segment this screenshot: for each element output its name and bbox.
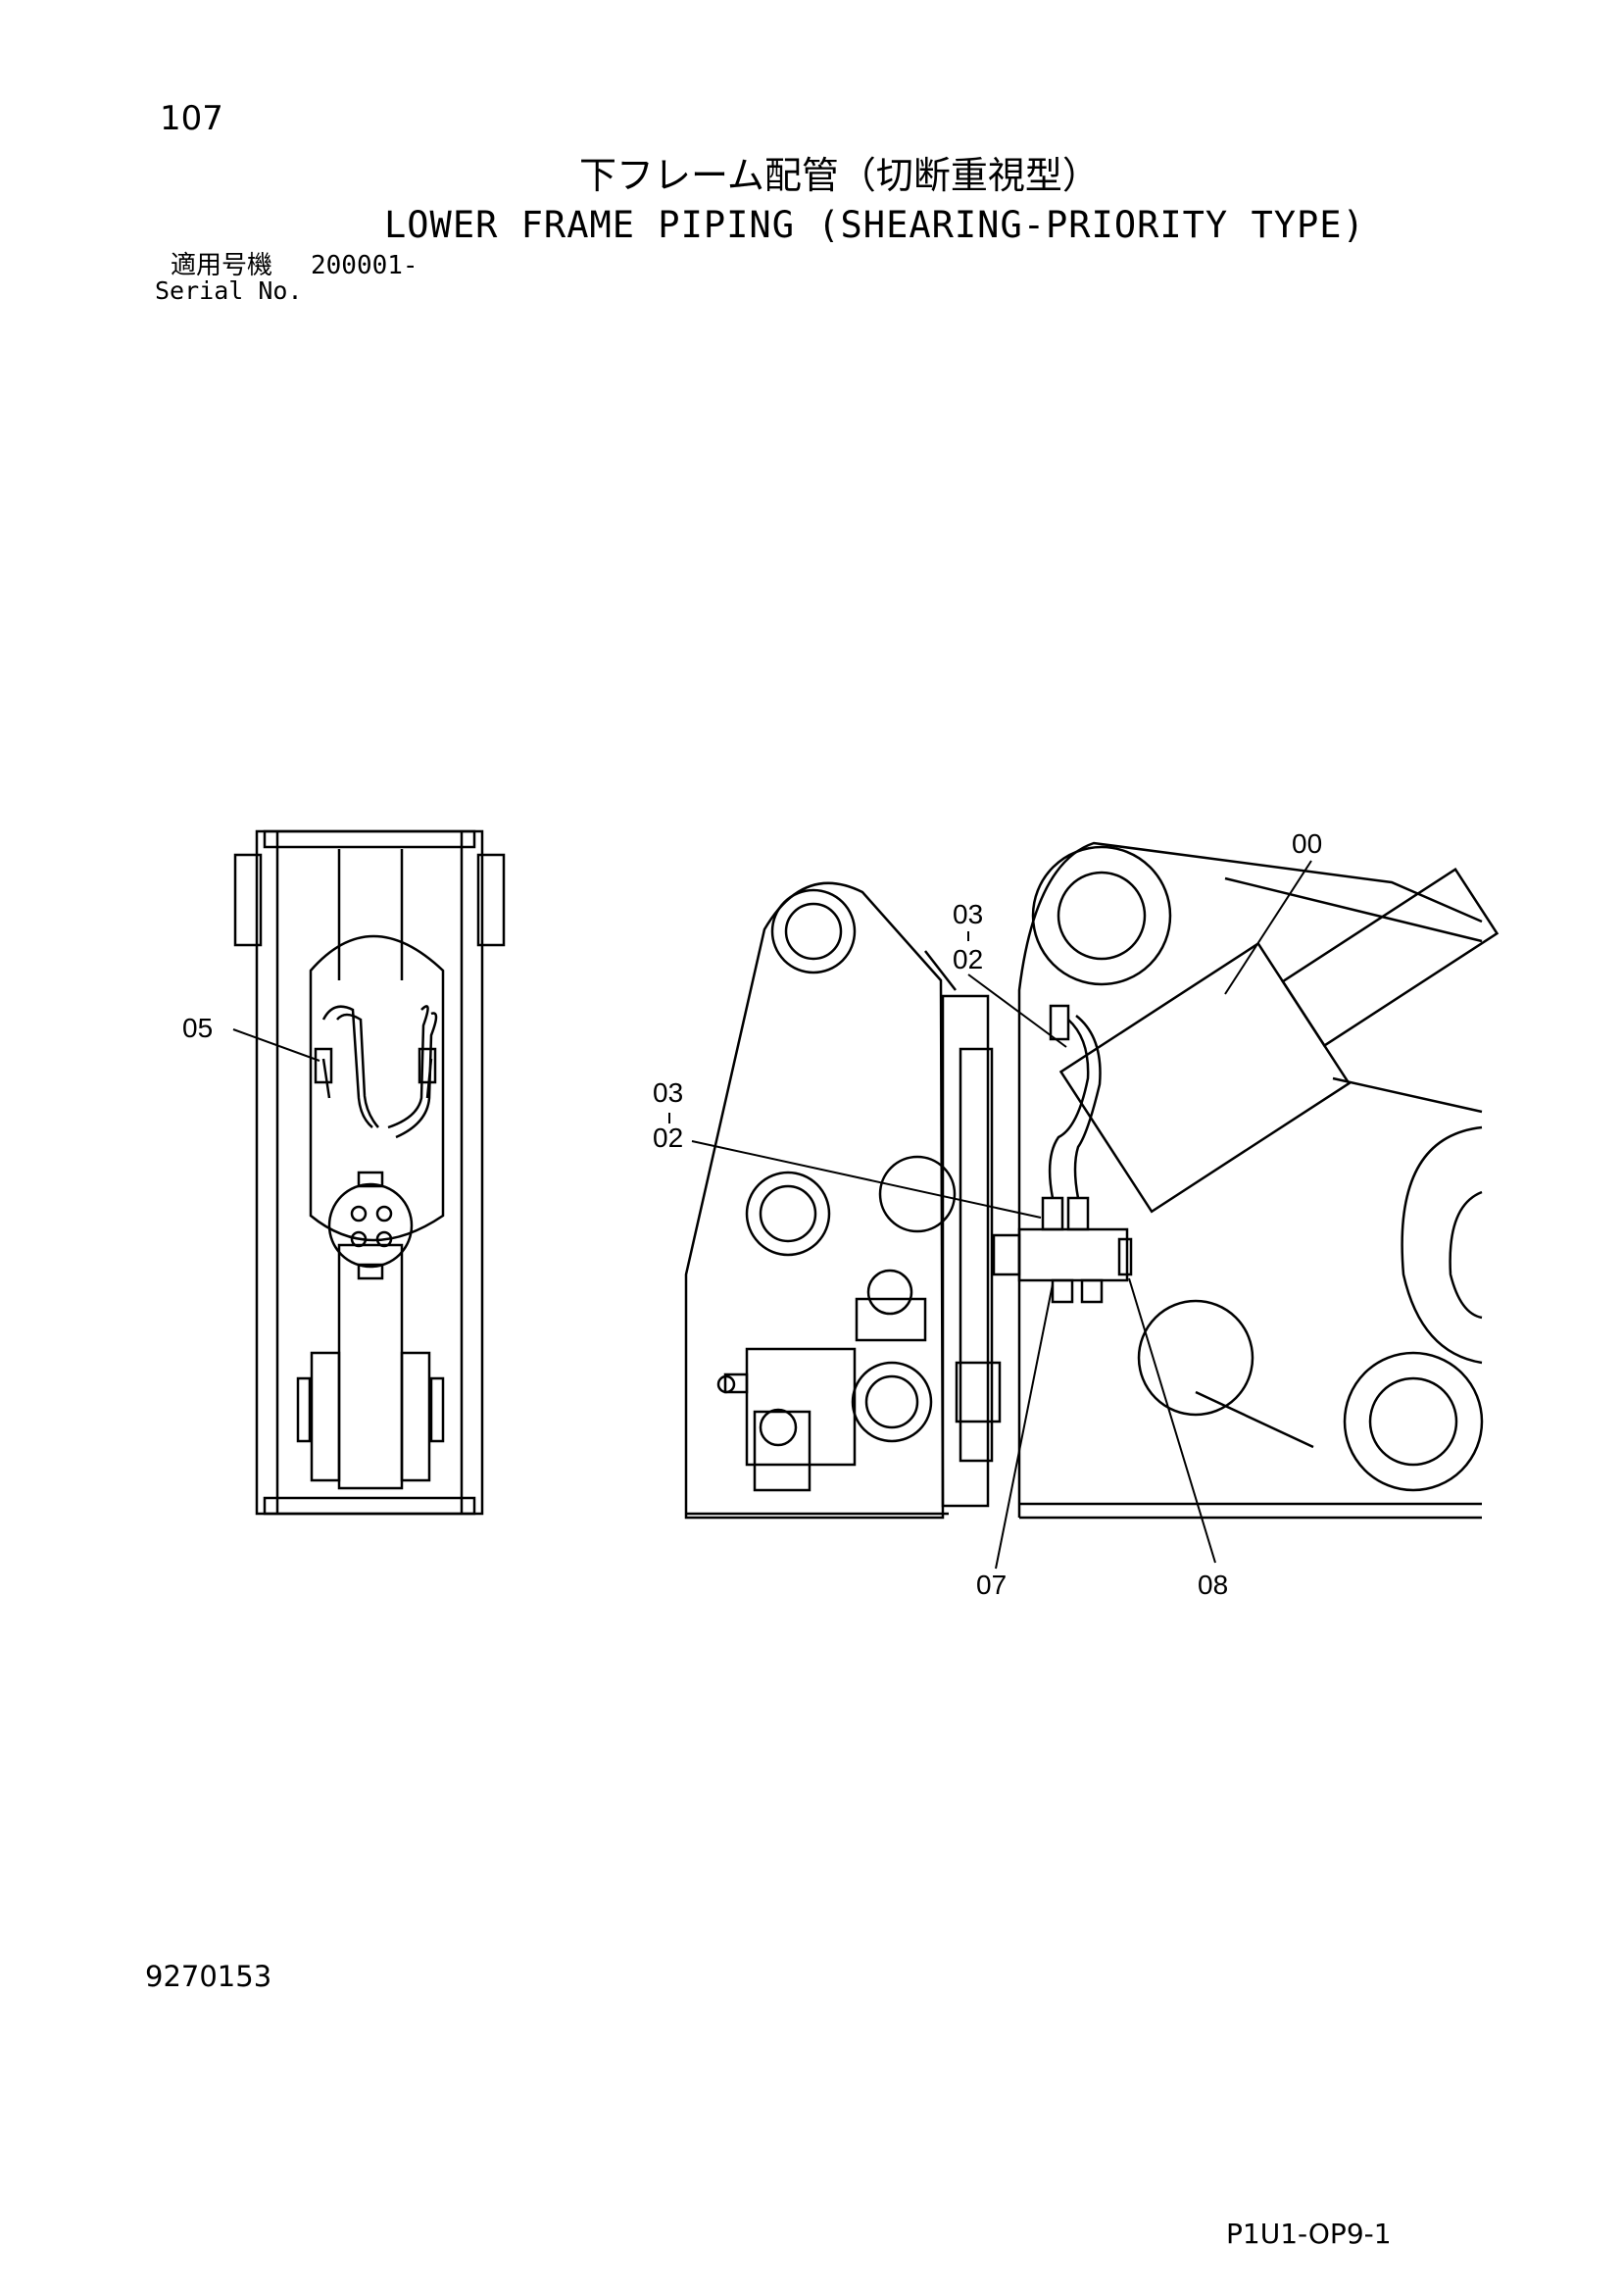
callout-labels: 00 03 02 05 03 02 07 08 [182,828,1322,1600]
serial-label-japanese: 適用号機 [171,251,273,280]
document-number: 9270153 [145,1960,272,1993]
page-number: 107 [160,99,223,138]
callout-00: 00 [1292,828,1322,859]
page-code: P1U1-OP9-1 [1226,2218,1392,2250]
callout-02-mid: 02 [653,1123,683,1153]
serial-label-english: Serial No. [155,276,303,305]
callout-03-mid: 03 [653,1077,683,1108]
callout-08: 08 [1198,1570,1228,1600]
serial-value: 200001- [311,251,418,280]
callout-leaders [232,860,1312,1570]
title-english: LOWER FRAME PIPING (SHEARING-PRIORITY TY… [384,204,1365,246]
callout-05: 05 [182,1013,213,1043]
callout-07: 07 [976,1570,1007,1600]
left-view-top [233,829,506,1516]
title-japanese: 下フレーム配管（切断重視型） [579,154,1100,197]
right-view-side [684,841,1500,1520]
callout-03-top: 03 [953,899,983,929]
callout-02-top: 02 [953,944,983,974]
